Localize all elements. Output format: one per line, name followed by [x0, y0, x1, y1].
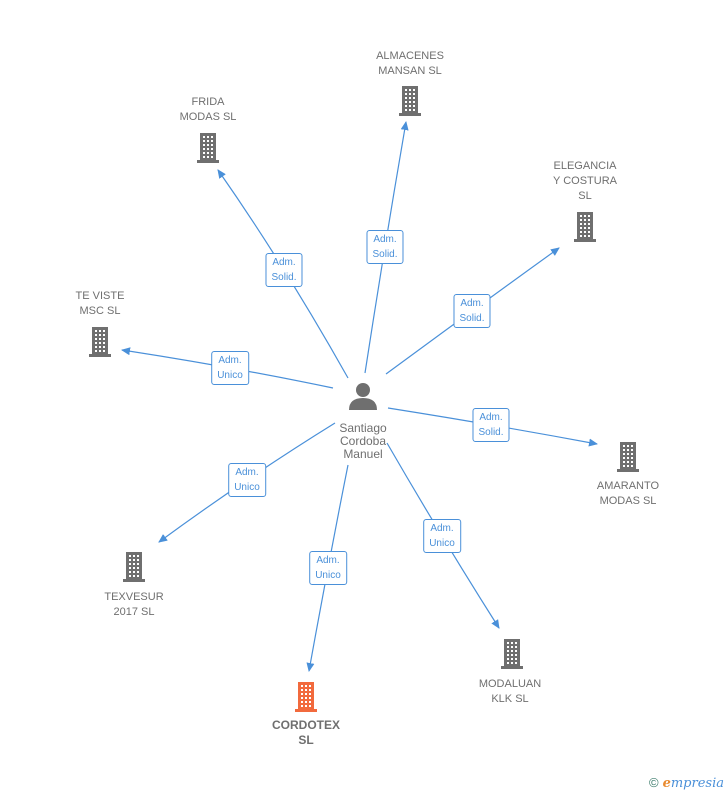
relation-label-elegancia[interactable]: Adm. Solid.: [453, 294, 491, 328]
center-person-label[interactable]: Santiago Cordoba Manuel: [339, 421, 387, 461]
brand-logo[interactable]: empresia: [663, 776, 724, 791]
relation-label-cordotex[interactable]: Adm. Unico: [309, 551, 347, 585]
company-label-teviste[interactable]: TE VISTE MSC SL: [75, 290, 125, 317]
person-icon[interactable]: [349, 383, 377, 410]
company-label-cordotex[interactable]: CORDOTEX SL: [271, 718, 341, 747]
relation-label-frida[interactable]: Adm. Solid.: [265, 253, 303, 287]
footer-credit: ©empresia: [649, 775, 724, 791]
building-icon[interactable]: [399, 86, 421, 116]
relation-label-teviste[interactable]: Adm. Unico: [211, 351, 249, 385]
copyright-symbol: ©: [648, 775, 659, 790]
building-icon[interactable]: [197, 133, 219, 163]
building-icon[interactable]: [89, 327, 111, 357]
relation-label-modaluan[interactable]: Adm. Unico: [423, 519, 461, 553]
company-label-almacenes[interactable]: ALMACENES MANSAN SL: [376, 50, 444, 77]
company-label-texvesur[interactable]: TEXVESUR 2017 SL: [104, 591, 164, 618]
building-icon[interactable]: [501, 639, 523, 669]
company-label-modaluan[interactable]: MODALUAN KLK SL: [478, 678, 542, 705]
relation-label-texvesur[interactable]: Adm. Unico: [228, 463, 266, 497]
company-label-frida[interactable]: FRIDA MODAS SL: [179, 96, 237, 123]
brand-name: mpresia: [670, 776, 724, 791]
relation-label-almacenes[interactable]: Adm. Solid.: [366, 230, 404, 264]
company-label-amaranto[interactable]: AMARANTO MODAS SL: [596, 480, 660, 507]
building-icon[interactable]: [123, 552, 145, 582]
building-icon[interactable]: [295, 682, 317, 712]
relation-label-amaranto[interactable]: Adm. Solid.: [472, 408, 510, 442]
brand-initial: e: [662, 776, 671, 791]
building-icon[interactable]: [617, 442, 639, 472]
building-icon[interactable]: [574, 212, 596, 242]
company-label-elegancia[interactable]: ELEGANCIA Y COSTURA SL: [553, 160, 617, 202]
